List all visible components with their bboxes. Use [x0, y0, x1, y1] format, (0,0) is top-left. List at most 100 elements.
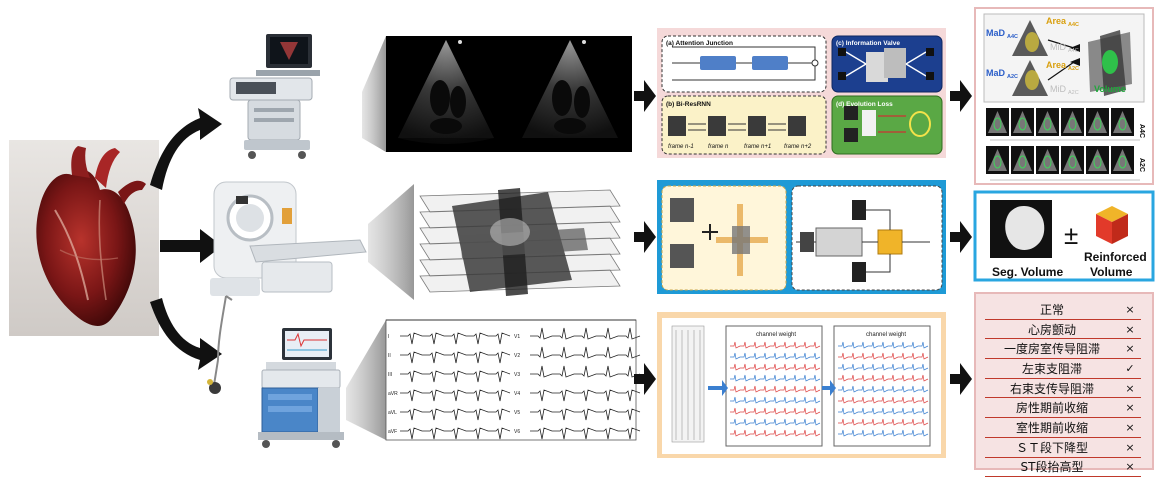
echo-thumbnail-fan	[1113, 149, 1132, 171]
echo-thumbnail-fan	[1013, 111, 1032, 133]
diagnosis-name: 房性期前收缩	[1015, 401, 1088, 416]
ecg-lead-label: aVF	[388, 429, 397, 435]
ecg-trace	[530, 408, 641, 421]
ecg-network-texts: channel weight channel weight	[756, 332, 906, 338]
echo-thumbnail-fan	[1013, 149, 1032, 171]
feature-map-trace	[838, 407, 929, 415]
reinforced-label-line1: Reinforced	[1084, 250, 1147, 264]
feature-map-trace	[730, 363, 821, 371]
echo-network-texts: (a) Attention Junction (c) Information V…	[666, 40, 900, 150]
ct-scanner-icon	[210, 181, 367, 296]
diagnosis-name: 室性期前收缩	[1015, 420, 1088, 435]
diagnosis-name: 心房颤动	[1027, 322, 1076, 337]
segmentation-contour	[1118, 155, 1127, 169]
feature-map-trace	[838, 363, 929, 371]
echo-thumbnail-fan	[1038, 111, 1057, 133]
segmentation-contour	[1043, 155, 1052, 169]
area-a4c-sub: A4C	[1068, 22, 1079, 28]
branch-arrows	[150, 108, 222, 370]
feature-map-trace	[730, 374, 821, 382]
ecg-trace	[400, 351, 511, 364]
segmentation-contour	[1068, 155, 1077, 169]
mad-a4c-label: MaD	[986, 28, 1006, 38]
feature-map-trace	[730, 407, 821, 415]
echo-results-texts: MaD A4C Area A4C MiD A4C MaD A2C Area A2…	[986, 16, 1145, 172]
echo-thumbnail-fan	[1038, 149, 1057, 171]
diagnosis-mark: ×	[1125, 302, 1135, 316]
diagnosis-row: 房性期前收缩 ×	[985, 398, 1141, 419]
diagnosis-result-box: 正常×心房颤动×一度房室传导阻滞×左束支阻滞✓右束支传导阻滞×房性期前收缩×室性…	[974, 292, 1154, 478]
feature-map-trace	[730, 341, 821, 349]
segmentation-contour	[1068, 117, 1077, 131]
diagnosis-row: 心房颤动 ×	[985, 320, 1141, 340]
ecg-lead-label: V5	[514, 410, 520, 416]
ecg-lead-label: V1	[514, 334, 520, 340]
echo-image	[386, 36, 632, 152]
area-a2c-sub: A2C	[1068, 66, 1079, 72]
echo-thumbnail-fan	[1113, 111, 1132, 133]
ecg-lead-label: V3	[514, 372, 520, 378]
anatomical-heart-icon	[36, 170, 136, 326]
volume-label: Volume	[1094, 84, 1126, 94]
feature-map-trace	[730, 385, 821, 393]
red-cube-icon	[1096, 206, 1128, 244]
ct-volume-texts: Seg. Volume ± Reinforced Volume	[992, 220, 1147, 279]
segmentation-contour	[1093, 155, 1102, 169]
channel-weight-label: channel weight	[756, 332, 796, 338]
echo-network-panel	[657, 28, 946, 158]
mad-a4c-sub: A4C	[1007, 34, 1018, 40]
segmentation-contour	[1118, 117, 1127, 131]
row-a4c-label: A4C	[1138, 124, 1145, 138]
ecg-trace	[530, 346, 641, 359]
diagnosis-list: 正常×心房颤动×一度房室传导阻滞×左束支阻滞✓右束支传导阻滞×房性期前收缩×室性…	[985, 300, 1141, 478]
echo-thumbnail-fan	[1088, 111, 1107, 133]
diagnosis-mark: ×	[1125, 401, 1135, 415]
diagnosis-row: ＳＴ段下降型×	[985, 438, 1141, 458]
feature-map-trace	[838, 374, 929, 382]
diagnosis-row: 正常×	[985, 300, 1141, 320]
ecg-lead-label: III	[388, 372, 392, 378]
diagnosis-name: 右束支传导阻滞	[1009, 381, 1094, 396]
diagnosis-name: 一度房室传导阻滞	[1003, 342, 1100, 357]
echo-thumbnail-fan	[1088, 149, 1107, 171]
echo-thumbnail-fan	[988, 149, 1007, 171]
feature-map-trace	[838, 385, 929, 393]
frame-label: frame n	[708, 144, 729, 150]
ct-volume-box	[973, 190, 1155, 282]
ecg-trace	[400, 370, 511, 383]
feature-map-trace	[838, 429, 929, 437]
arrows-to-results	[950, 80, 972, 395]
diagnosis-row: 室性期前收缩×	[985, 418, 1141, 438]
diagnosis-row: 右束支传导阻滞×	[985, 379, 1141, 399]
segmentation-contour	[1018, 117, 1027, 131]
ecg-lead-label: aVL	[388, 410, 397, 416]
ecg-trace	[400, 427, 511, 440]
funnel-ct	[368, 184, 414, 300]
ecg-lead-label: V6	[514, 429, 520, 435]
diagnosis-row: 一度房室传导阻滞 ×	[985, 339, 1141, 360]
frame-label: frame n+2	[784, 144, 812, 150]
echo-results-box	[974, 7, 1154, 185]
arrows-to-network	[634, 80, 656, 395]
diagnosis-mark: ×	[1125, 342, 1135, 356]
diagnosis-name: 左束支阻滞	[1021, 361, 1082, 376]
ecg-trace	[400, 332, 511, 345]
mid-a4c-sub: A4C	[1068, 48, 1079, 54]
ecg-paper-image	[385, 319, 641, 441]
feature-map-trace	[730, 418, 821, 426]
ecg-trace	[530, 327, 641, 340]
seg-volume-label: Seg. Volume	[992, 265, 1063, 279]
ct-network-panel	[657, 180, 946, 294]
ecg-trace	[530, 389, 641, 402]
ecg-lead-label: I	[388, 334, 389, 340]
diagnosis-mark: ×	[1125, 322, 1135, 336]
ecg-lead-label: V4	[514, 391, 520, 397]
ecg-lead-label: V2	[514, 353, 520, 359]
funnel-echo	[362, 36, 386, 152]
mad-a2c-label: MaD	[986, 68, 1006, 78]
diagnosis-name: ST段抬高型	[1020, 460, 1084, 475]
feature-map-trace	[838, 352, 929, 360]
echo-thumbnail-fan	[988, 111, 1007, 133]
evolution-loss-title: (d) Evolution Loss	[836, 101, 893, 108]
plus-minus-sign: ±	[1064, 220, 1078, 250]
